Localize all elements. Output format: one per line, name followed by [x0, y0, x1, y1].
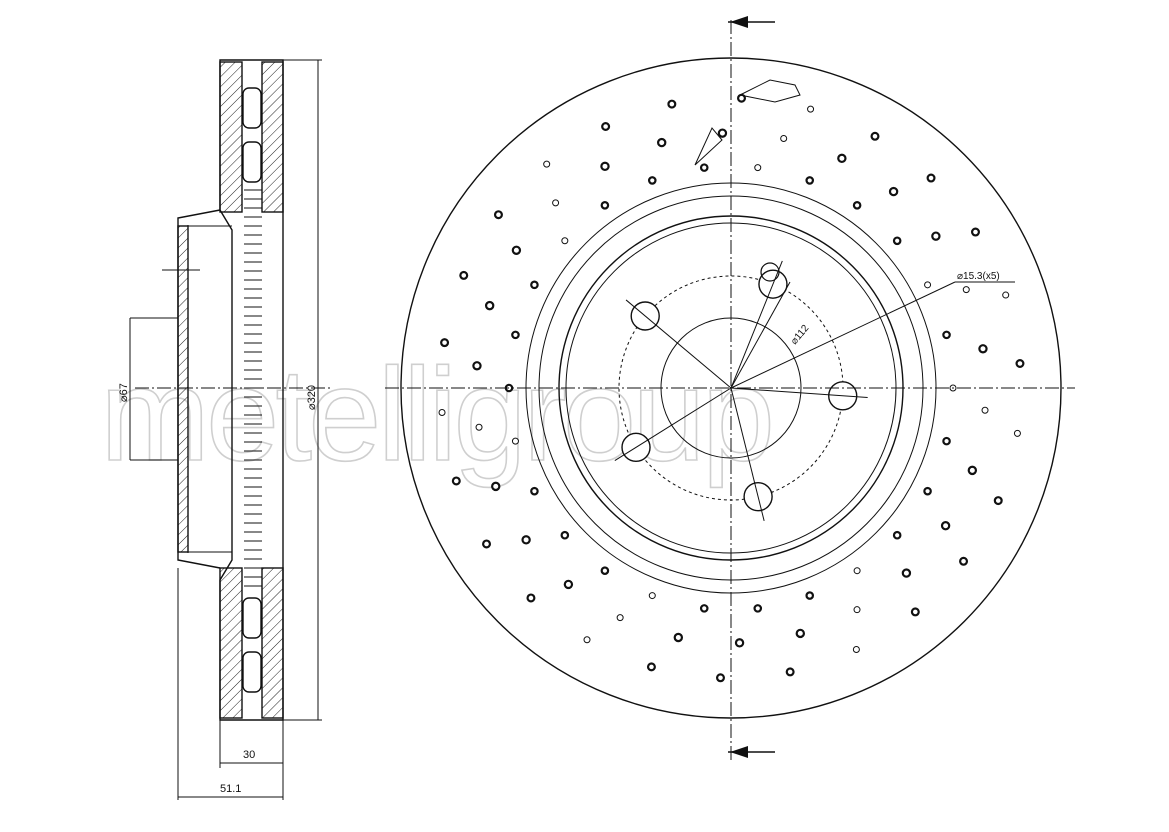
dim-hub-diameter: ⌀67 [118, 383, 130, 402]
drill-hole [438, 408, 446, 416]
drill-hole [1013, 429, 1021, 437]
drill-hole [962, 286, 970, 294]
drill-hole [805, 591, 815, 600]
drill-hole [521, 535, 531, 545]
cross-drilled-holes [438, 93, 1025, 683]
drill-hole [795, 628, 805, 639]
drill-hole [657, 137, 667, 148]
drill-hole [583, 636, 591, 644]
drill-hole [600, 566, 610, 576]
drill-hole [970, 227, 980, 237]
drill-hole [647, 176, 657, 185]
drill-hole [543, 160, 551, 168]
drill-hole [780, 135, 788, 143]
drill-hole [616, 614, 624, 622]
drill-hole [888, 186, 899, 197]
drill-hole [942, 436, 951, 446]
drill-hole [667, 99, 677, 109]
drill-hole [673, 632, 684, 643]
bolt-holes [614, 260, 868, 522]
drill-hole [853, 606, 861, 614]
drill-hole [717, 128, 728, 138]
drill-hole [475, 423, 483, 431]
drill-hole [967, 465, 978, 476]
drill-hole [600, 200, 610, 210]
drill-hole [940, 521, 951, 531]
drill-hole [511, 330, 520, 340]
drill-hole [530, 486, 539, 496]
drill-hole [734, 638, 745, 648]
section-hatch-hub [177, 225, 189, 553]
drill-hole [901, 568, 912, 578]
dim-total-height: 51.1 [220, 783, 241, 795]
drill-hole [459, 270, 469, 280]
drill-hole [482, 539, 492, 549]
drill-hole [472, 361, 482, 371]
drill-hole [852, 200, 862, 210]
dim-thickness: 30 [243, 749, 255, 761]
section-hatch-bottom [219, 567, 243, 719]
drill-hole [754, 164, 762, 172]
drill-hole [993, 496, 1003, 506]
drill-hole [1015, 359, 1025, 369]
drill-hole [552, 199, 560, 207]
drill-hole [924, 281, 932, 289]
drill-hole [785, 667, 795, 677]
drill-hole [493, 210, 503, 220]
drill-hole [931, 231, 941, 241]
drill-hole [1002, 291, 1010, 299]
drill-hole [511, 437, 519, 445]
drill-hole [699, 604, 709, 613]
drill-hole [959, 556, 969, 566]
drill-hole [942, 330, 951, 340]
drill-hole [484, 300, 495, 311]
drill-hole [451, 476, 461, 486]
drill-hole [563, 579, 574, 590]
section-hatch-bottom-inner [261, 567, 284, 719]
drill-hole [530, 280, 539, 290]
drill-hole [601, 122, 611, 132]
dim-bolt-circle: ⌀112 [789, 323, 812, 347]
drill-hole [910, 607, 920, 617]
drill-hole [699, 163, 709, 172]
disc-outer-edge [400, 57, 1062, 719]
dim-disc-diameter: ⌀320 [306, 385, 318, 410]
drill-hole [892, 530, 902, 540]
section-hatch-top [219, 61, 243, 213]
drill-hole [560, 530, 570, 540]
drill-hole [561, 237, 569, 245]
drill-hole [805, 176, 815, 185]
drill-hole [981, 406, 989, 414]
drill-hole [853, 567, 861, 575]
drill-hole [870, 131, 880, 141]
drill-hole [511, 245, 522, 255]
front-view: ⌀112 ⌀15.3(x5) [385, 16, 1075, 760]
drill-hole [648, 592, 656, 600]
drill-hole [753, 604, 763, 613]
section-hatch-top-inner [261, 61, 284, 213]
drill-hole [926, 173, 936, 183]
dim-bolt-holes: ⌀15.3(x5) [957, 271, 1000, 282]
drill-hole [600, 161, 610, 172]
drill-hole [807, 105, 815, 113]
drill-hole [837, 153, 847, 164]
drill-hole [440, 338, 450, 348]
drill-hole [978, 344, 988, 354]
drill-hole [526, 593, 536, 603]
drill-hole [892, 236, 902, 246]
drill-hole [923, 486, 932, 496]
side-section-view: ⌀67 ⌀320 30 51.1 [118, 59, 330, 800]
drill-hole [715, 673, 725, 683]
drill-hole [491, 481, 501, 492]
watermark-text: metelligroup [100, 341, 771, 488]
drill-hole [646, 662, 656, 672]
drill-hole [852, 645, 860, 653]
